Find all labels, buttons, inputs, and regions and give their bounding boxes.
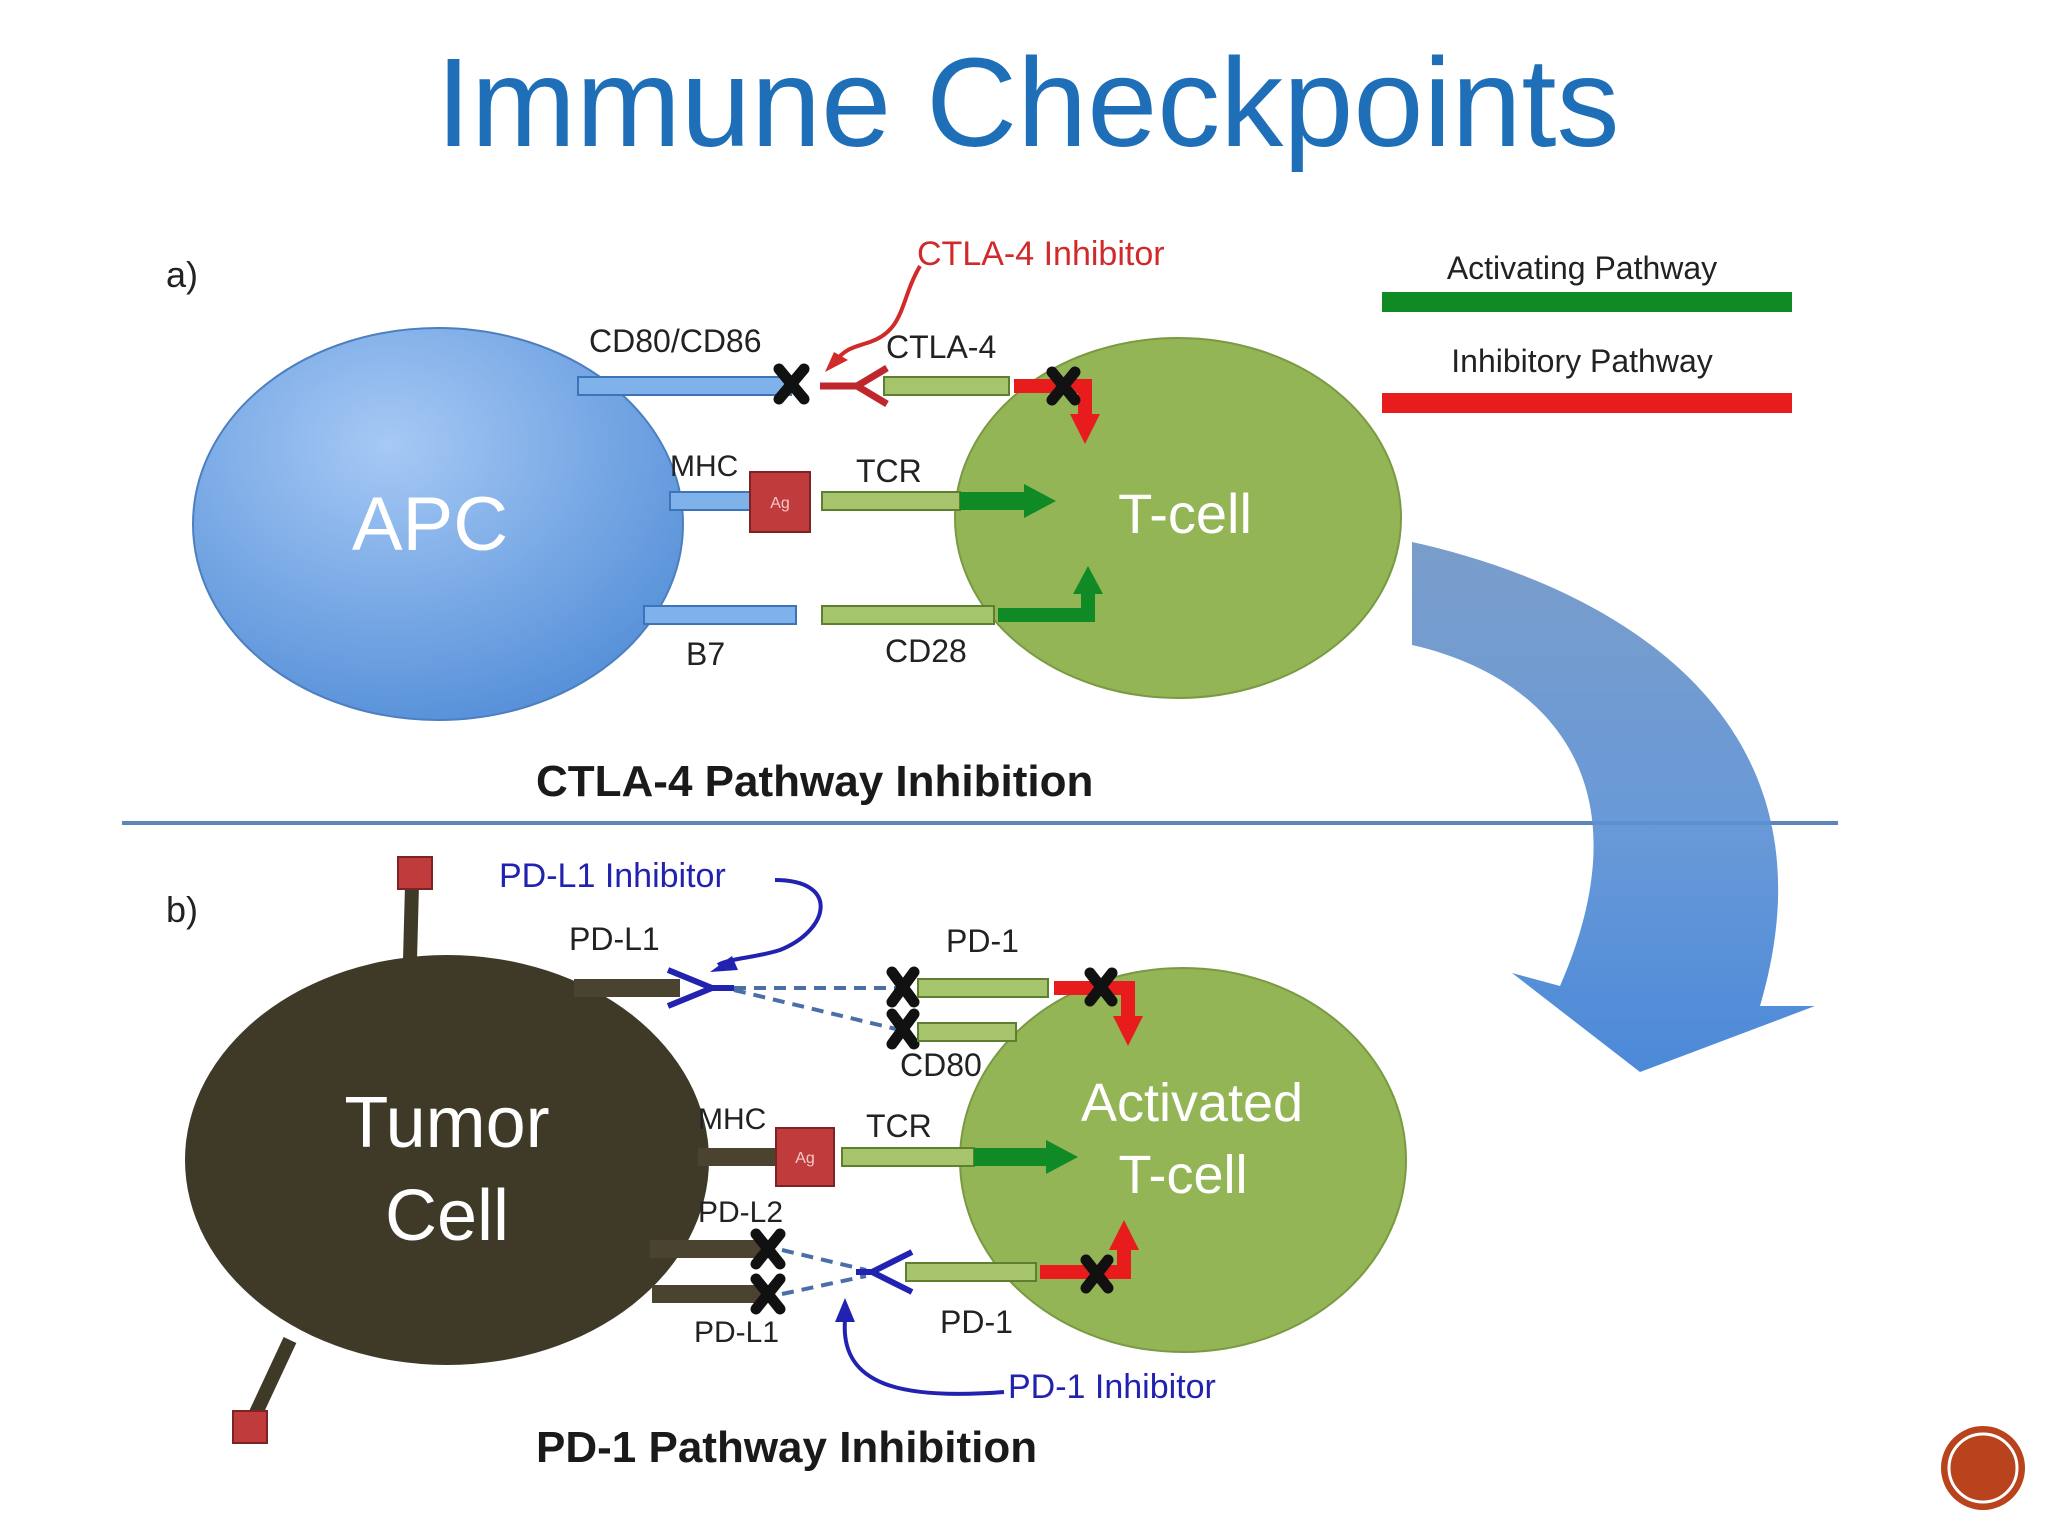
pdl2-label: PD-L2 bbox=[698, 1196, 783, 1229]
pd1-label-bottom: PD-1 bbox=[940, 1304, 1013, 1340]
tumor-antigen-bottom bbox=[232, 1410, 268, 1444]
cd28-receptor bbox=[821, 605, 995, 625]
pd1-inhibitor-pointer-head bbox=[835, 1298, 855, 1322]
pdl1-receptor-top bbox=[574, 979, 680, 997]
pd1-receptor-bottom bbox=[905, 1262, 1037, 1282]
cd80-receptor-b bbox=[917, 1022, 1017, 1042]
block-cross-cd80 bbox=[773, 363, 810, 405]
mhc-label-a: MHC bbox=[670, 450, 738, 483]
panel-a-caption: CTLA-4 Pathway Inhibition bbox=[536, 757, 1093, 806]
legend-activating-label: Activating Pathway bbox=[1447, 250, 1717, 286]
pdl1-label-bottom: PD-L1 bbox=[694, 1316, 779, 1349]
activating-signal-a-shaft bbox=[960, 492, 1024, 510]
block-cross-cd80-b bbox=[886, 1008, 920, 1050]
pdl1-receptor-bottom bbox=[652, 1285, 770, 1303]
block-cross-pdl1-bottom bbox=[750, 1273, 786, 1315]
inhibitory-arrowhead-a bbox=[1070, 414, 1100, 444]
legend-activating-line bbox=[1382, 292, 1792, 312]
legend: Activating Pathway Inhibitory Pathway bbox=[1382, 250, 1792, 413]
panel-b: b) Tumor Cell Activated T-cell bbox=[166, 856, 1407, 1472]
pd1-label-top: PD-1 bbox=[946, 923, 1019, 959]
panel-b-marker: b) bbox=[166, 889, 198, 930]
slide-nav-badge[interactable] bbox=[1941, 1426, 2025, 1510]
inhibitory-signal-b-top bbox=[1054, 981, 1135, 1020]
cd28-label: CD28 bbox=[885, 633, 967, 669]
ctla4-receptor bbox=[883, 376, 1010, 396]
ctla4-label: CTLA-4 bbox=[886, 329, 996, 365]
mhc-receptor-b bbox=[698, 1148, 778, 1166]
slide-nav-badge-ring bbox=[1947, 1432, 2019, 1504]
pdl1-label-top: PD-L1 bbox=[569, 921, 660, 957]
ctla4-inhibitor-antibody bbox=[820, 364, 889, 408]
b7-receptor bbox=[643, 605, 797, 625]
antigen-a bbox=[749, 471, 811, 533]
mhc-receptor bbox=[669, 491, 751, 511]
legend-inhibitory-line bbox=[1382, 393, 1792, 413]
tcr-label-b: TCR bbox=[866, 1108, 932, 1144]
tumor-label-line2: Cell bbox=[385, 1176, 509, 1256]
pd1-inhibitor-pointer bbox=[842, 1319, 1005, 1396]
progression-arrow bbox=[1412, 542, 1815, 1072]
activated-label-line1: Activated bbox=[1081, 1073, 1303, 1133]
slide-title: Immune Checkpoints bbox=[436, 32, 1620, 173]
ctla4-inhibitor-pointer-head bbox=[825, 352, 848, 372]
blocked-link-pdl1-cd80 bbox=[733, 988, 901, 1032]
block-cross-pd1-signal-bottom bbox=[1080, 1254, 1114, 1294]
ctla4-inhibitor-pointer bbox=[833, 264, 922, 364]
block-cross-pd1-signal-top bbox=[1084, 967, 1118, 1007]
tumor-label-line1: Tumor bbox=[344, 1083, 549, 1163]
t-cell-label: T-cell bbox=[1118, 482, 1252, 545]
activating-signal-b-shaft bbox=[974, 1148, 1046, 1166]
b7-label: B7 bbox=[686, 636, 725, 672]
slide-nav-badge-outer[interactable] bbox=[1941, 1426, 2025, 1510]
block-cross-pd1-top bbox=[886, 966, 920, 1008]
pdl1-inhibitor-antibody bbox=[666, 967, 734, 1009]
pd1-receptor-top bbox=[917, 978, 1049, 998]
cd80-label-b: CD80 bbox=[900, 1047, 982, 1083]
panel-a: a) APC T-cell CTLA-4 Inhibitor CD80/CD86… bbox=[166, 235, 1402, 806]
antigen-b bbox=[775, 1127, 835, 1187]
panel-a-marker: a) bbox=[166, 254, 198, 295]
tumor-cell bbox=[185, 955, 709, 1365]
tcr-receptor-b bbox=[841, 1147, 975, 1167]
pd1-inhibitor-label: PD-1 Inhibitor bbox=[1008, 1368, 1216, 1406]
tcr-label-a: TCR bbox=[856, 453, 922, 489]
tumor-stalk-bottom bbox=[248, 1337, 297, 1418]
inhibitory-signal-b-bottom bbox=[1040, 1246, 1131, 1279]
inhibitory-arrowhead-b-top bbox=[1113, 1016, 1143, 1046]
tumor-antigen-top bbox=[397, 856, 433, 890]
activating-signal-cd28-head bbox=[1073, 566, 1103, 594]
blocked-link-pdl1-pd1-bottom bbox=[781, 1274, 867, 1296]
mhc-label-b: MHC bbox=[698, 1103, 766, 1136]
activating-signal-a-head bbox=[1024, 484, 1056, 518]
tumor-stalk-top bbox=[403, 884, 419, 961]
pdl1-inhibitor-label: PD-L1 Inhibitor bbox=[499, 857, 726, 895]
panel-b-caption: PD-1 Pathway Inhibition bbox=[536, 1423, 1037, 1472]
antigen-a-label: Ag bbox=[770, 495, 790, 512]
pdl1-inhibitor-pointer-head bbox=[710, 956, 738, 972]
apc-cell bbox=[192, 327, 684, 721]
activated-label-line2: T-cell bbox=[1118, 1145, 1247, 1205]
pdl1-inhibitor-pointer bbox=[716, 878, 823, 967]
activating-signal-cd28 bbox=[998, 590, 1095, 622]
inhibitory-signal-a bbox=[1014, 379, 1092, 418]
cd80-cd86-label: CD80/CD86 bbox=[589, 323, 762, 359]
block-cross-pdl2 bbox=[750, 1228, 786, 1270]
legend-inhibitory-label: Inhibitory Pathway bbox=[1451, 343, 1712, 379]
activating-signal-b-head bbox=[1046, 1140, 1078, 1174]
cd80-cd86-receptor bbox=[577, 376, 792, 396]
apc-label: APC bbox=[352, 482, 508, 567]
block-cross-ctla4-signal bbox=[1046, 366, 1081, 406]
blocked-link-pdl2-pd1 bbox=[781, 1248, 867, 1272]
pd1-inhibitor-antibody bbox=[856, 1249, 914, 1295]
antigen-b-label: Ag bbox=[795, 1150, 815, 1167]
inhibitory-arrowhead-b-bottom bbox=[1109, 1220, 1139, 1250]
tcr-receptor-a bbox=[821, 491, 961, 511]
ctla4-inhibitor-label: CTLA-4 Inhibitor bbox=[917, 235, 1165, 273]
pdl2-receptor bbox=[650, 1240, 772, 1258]
